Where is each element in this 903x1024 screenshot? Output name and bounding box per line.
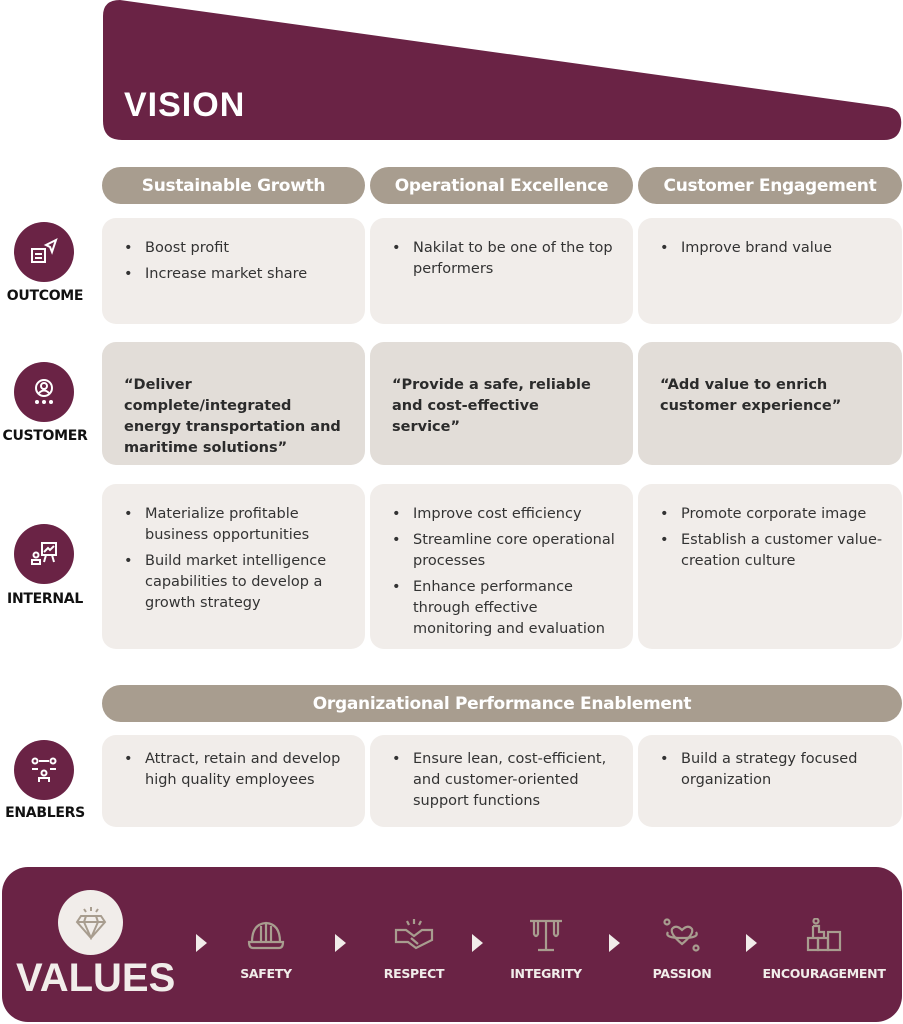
list-item: Nakilat to be one of the top performers	[392, 238, 615, 280]
arrow-right-icon	[746, 934, 757, 952]
list-item: Attract, retain and develop high quality…	[124, 749, 347, 791]
arrow-right-icon	[472, 934, 483, 952]
customer-cell-operational: “Provide a safe, reliable and cost-effec…	[370, 342, 633, 465]
list-item: Build a strategy focused organization	[660, 749, 884, 791]
outcome-cell-customer: Improve brand value	[638, 218, 902, 324]
vision-banner	[103, 0, 902, 140]
vision-title: VISION	[124, 86, 246, 124]
row-label-outcome: OUTCOME	[6, 288, 84, 304]
internal-icon	[14, 524, 74, 584]
row-label-internal: INTERNAL	[7, 591, 83, 607]
handshake-icon	[394, 919, 434, 950]
value-encouragement: ENCOURAGEMENT	[759, 917, 889, 981]
podium-person-icon	[806, 917, 842, 952]
internal-cell-growth: Materialize profitable business opportun…	[102, 484, 365, 649]
enablers-header: Organizational Performance Enablement	[102, 685, 902, 722]
list-item: Boost profit	[124, 238, 347, 259]
arrow-right-icon	[196, 934, 207, 952]
list-item: Streamline core operational processes	[392, 530, 615, 572]
customer-cell-customer: “Add value to enrich customer experience…	[638, 342, 902, 465]
value-label: ENCOURAGEMENT	[762, 966, 886, 981]
values-title: VALUES	[16, 956, 176, 1000]
scales-icon	[530, 919, 562, 952]
diamond-icon	[58, 890, 123, 955]
customer-icon	[14, 362, 74, 422]
enablers-cell-operational: Ensure lean, cost-efficient, and custome…	[370, 735, 633, 827]
row-label-customer: CUSTOMER	[2, 428, 88, 444]
list-item: Ensure lean, cost-efficient, and custome…	[392, 749, 615, 812]
outcome-icon	[14, 222, 74, 282]
arrow-right-icon	[609, 934, 620, 952]
value-label: SAFETY	[240, 966, 292, 981]
value-safety: SAFETY	[201, 918, 331, 981]
list-item: Enhance performance through effective mo…	[392, 577, 615, 640]
list-item: Build market intelligence capabilities t…	[124, 551, 347, 614]
list-item: Materialize profitable business opportun…	[124, 504, 347, 546]
heart-orbit-icon	[663, 918, 700, 952]
outcome-cell-operational: Nakilat to be one of the top performers	[370, 218, 633, 324]
customer-cell-growth: “Deliver complete/integrated energy tran…	[102, 342, 365, 465]
list-item: Promote corporate image	[660, 504, 884, 525]
outcome-cell-growth: Boost profitIncrease market share	[102, 218, 365, 324]
enablers-cell-customer: Build a strategy focused organization	[638, 735, 902, 827]
internal-cell-operational: Improve cost efficiencyStreamline core o…	[370, 484, 633, 649]
column-header-operational-excellence: Operational Excellence	[370, 167, 633, 204]
row-label-enablers: ENABLERS	[5, 805, 85, 821]
column-header-sustainable-growth: Sustainable Growth	[102, 167, 365, 204]
value-label: PASSION	[652, 966, 712, 981]
value-label: RESPECT	[383, 966, 445, 981]
enablers-cell-growth: Attract, retain and develop high quality…	[102, 735, 365, 827]
list-item: Improve cost efficiency	[392, 504, 615, 525]
list-item: Improve brand value	[660, 238, 884, 259]
list-item: Establish a customer value-creation cult…	[660, 530, 884, 572]
value-respect: RESPECT	[349, 918, 479, 981]
value-integrity: INTEGRITY	[481, 918, 611, 981]
column-header-customer-engagement: Customer Engagement	[638, 167, 902, 204]
hard-hat-icon	[247, 921, 285, 950]
value-passion: PASSION	[617, 918, 747, 981]
list-item: Increase market share	[124, 264, 347, 285]
enablers-icon	[14, 740, 74, 800]
arrow-right-icon	[335, 934, 346, 952]
value-label: INTEGRITY	[510, 966, 582, 981]
internal-cell-customer: Promote corporate imageEstablish a custo…	[638, 484, 902, 649]
